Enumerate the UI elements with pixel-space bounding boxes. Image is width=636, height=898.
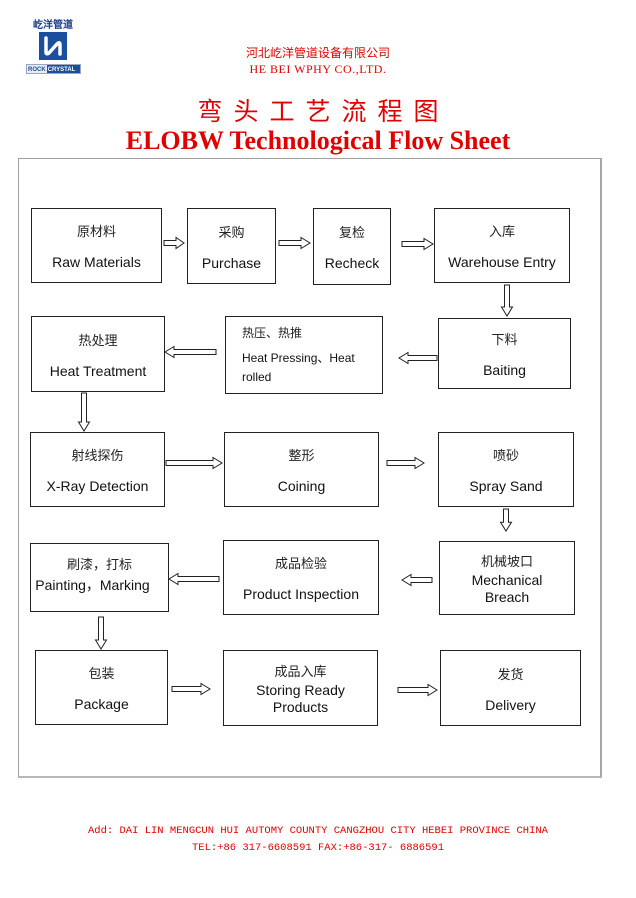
- step-warehouse-entry: 入库 Warehouse Entry: [434, 208, 570, 283]
- step-label-en: Storing Ready Products: [256, 681, 345, 715]
- step-purchase: 采购 Purchase: [187, 208, 276, 284]
- footer-contact: TEL:+86 317-6608591 FAX:+86-317- 6886591: [191, 842, 445, 854]
- step-heat-treatment: 热处理 Heat Treatment: [31, 316, 165, 392]
- step-delivery: 发货 Delivery: [440, 650, 581, 726]
- step-label-en: Baiting: [483, 362, 526, 378]
- step-raw-materials: 原材料 Raw Materials: [31, 208, 162, 283]
- step-label-en: X-Ray Detection: [46, 478, 149, 494]
- footer-address: Add: DAI LIN MENGCUN HUI AUTOMY COUNTY C…: [88, 825, 548, 837]
- step-label-cn: 成品检验: [274, 557, 327, 572]
- logo-mark-icon: [39, 32, 67, 60]
- step-mechanical-breach: 机械坡口 Mechanical Breach: [439, 541, 575, 615]
- step-label-cn: 原材料: [76, 225, 116, 240]
- step-label-en: Mechanical Breach: [471, 571, 543, 605]
- step-label-en: Raw Materials: [52, 254, 141, 270]
- company-name-en: HE BEI WPHY CO.,LTD.: [249, 62, 387, 76]
- step-label-cn: 射线探伤: [71, 449, 124, 464]
- step-label-en: Purchase: [201, 254, 262, 271]
- step-label-en: Spray Sand: [469, 478, 543, 494]
- step-label-cn: 成品入库: [274, 664, 327, 680]
- logo-word-right: CRYSTAL: [46, 65, 80, 73]
- step-recheck: 复检 Recheck: [313, 208, 391, 285]
- step-label-en: Recheck: [324, 255, 380, 271]
- step-label-en: Warehouse Entry: [448, 254, 556, 270]
- step-label-cn: 发货: [497, 667, 524, 683]
- step-label-cn: 采购: [218, 225, 245, 241]
- step-label-en: Delivery: [485, 696, 536, 713]
- company-name-cn: 河北屹洋管道设备有限公司: [245, 46, 390, 60]
- step-label-cn: 整形: [288, 449, 315, 464]
- step-coining: 整形 Coining: [224, 432, 379, 507]
- step-x-ray-detection: 射线探伤 X-Ray Detection: [30, 432, 165, 507]
- step-label-en: Painting，Marking: [35, 577, 150, 593]
- logo-wordmark: ROCK CRYSTAL: [26, 64, 81, 74]
- step-baiting: 下料 Baiting: [438, 318, 571, 389]
- step-label-en: Product Inspection: [243, 586, 359, 602]
- step-label-en: Package: [74, 696, 129, 712]
- step-label-en: Heat Treatment: [49, 362, 147, 379]
- logo-word-left: ROCK: [27, 65, 47, 73]
- step-label-cn: 喷砂: [492, 449, 519, 464]
- step-label-cn: 包装: [88, 667, 115, 682]
- flow-frame: [18, 158, 602, 778]
- step-spray-sand: 喷砂 Spray Sand: [438, 432, 574, 507]
- step-storing-ready-products: 成品入库 Storing Ready Products: [223, 650, 378, 726]
- step-package: 包装 Package: [35, 650, 168, 725]
- title-en: ELOBW Technological Flow Sheet: [125, 126, 511, 155]
- step-painting-marking: 刷漆，打标 Painting，Marking: [30, 543, 169, 612]
- step-label-cn: 热处理: [78, 333, 118, 349]
- step-label-cn: 机械坡口: [480, 554, 533, 570]
- step-label-cn: 刷漆，打标: [66, 558, 132, 573]
- logo-cn-name: 屹洋管道: [33, 20, 73, 31]
- step-heat-pressing: 热压、热推 Heat Pressing、Heat rolled: [225, 316, 383, 394]
- title-cn: 弯头工艺流程图: [197, 97, 450, 126]
- step-label-en: Heat Pressing、Heat rolled: [242, 350, 355, 384]
- step-label-cn: 复检: [338, 226, 365, 241]
- step-product-inspection: 成品检验 Product Inspection: [223, 540, 379, 615]
- step-label-cn: 下料: [491, 333, 518, 348]
- company-logo: 屹洋管道 ROCK CRYSTAL: [24, 16, 82, 78]
- step-label-cn: 热压、热推: [242, 325, 303, 340]
- step-label-en: Coining: [277, 478, 326, 494]
- step-label-cn: 入库: [488, 225, 515, 240]
